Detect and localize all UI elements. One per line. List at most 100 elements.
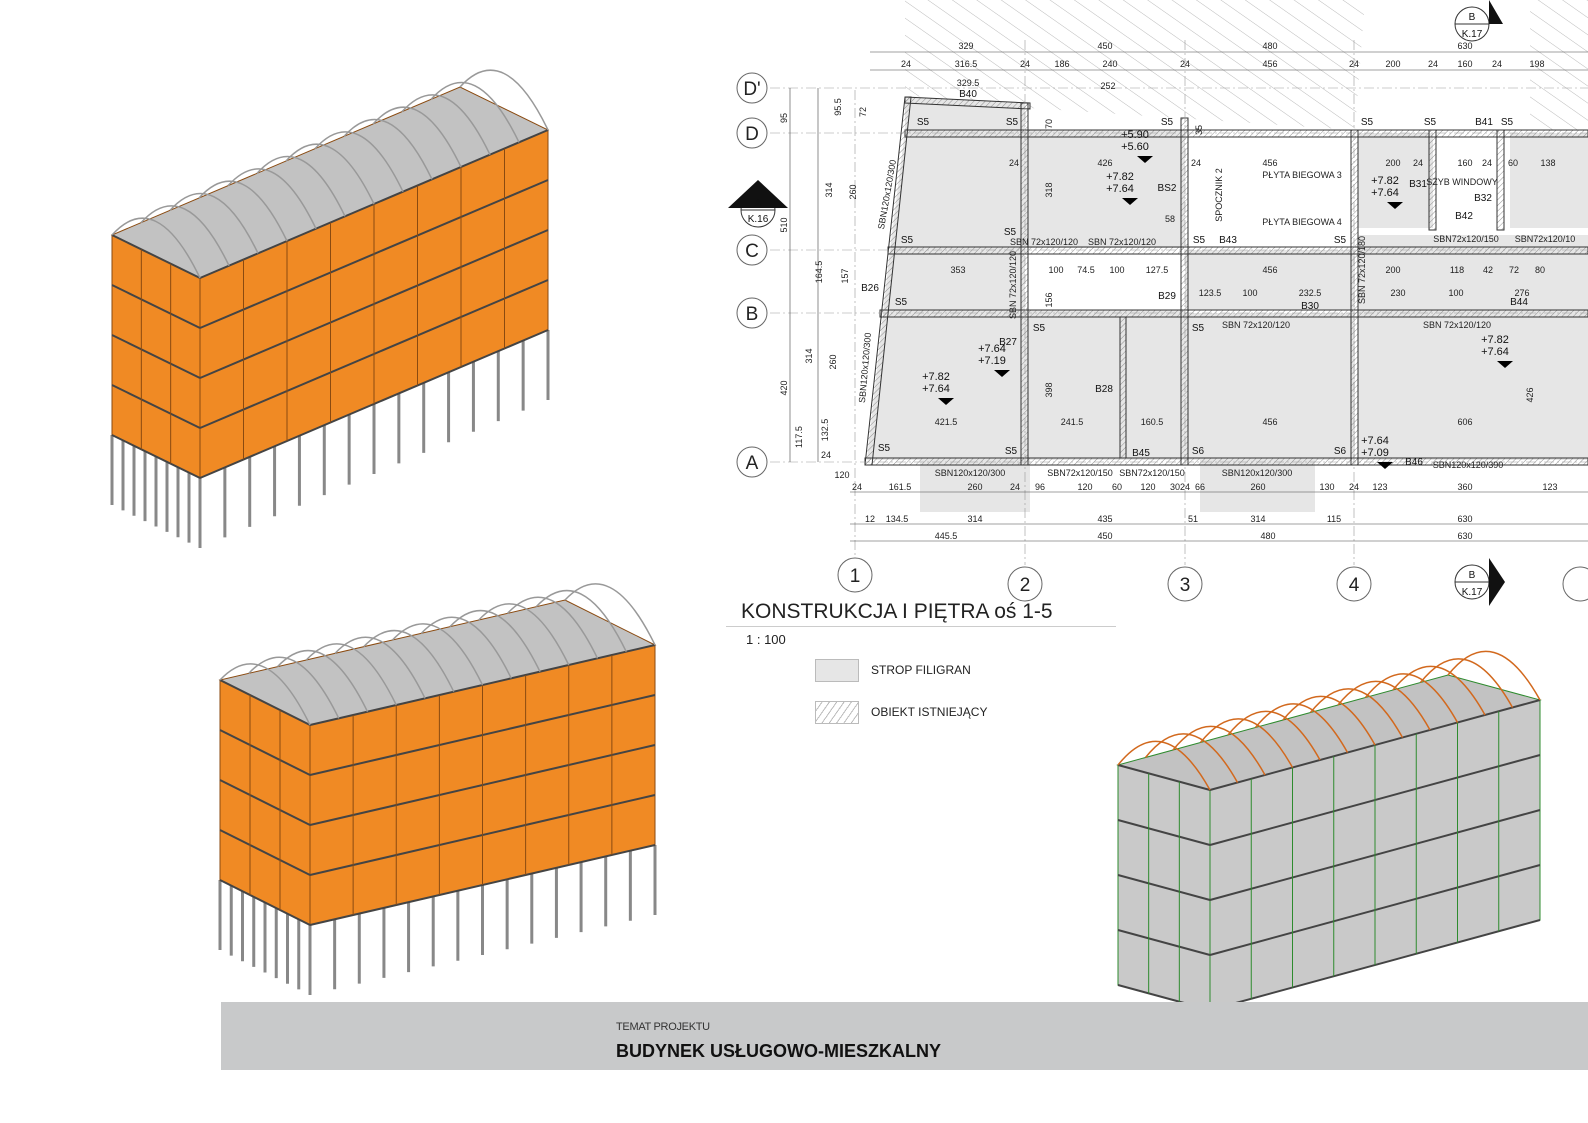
dimension-text: 435 (1097, 514, 1112, 524)
level-triangle-icon (1377, 462, 1393, 469)
beam-label: B27 (999, 337, 1017, 348)
title-block (221, 1002, 1588, 1070)
roof-rib (1117, 740, 1211, 791)
girder-label: SBN 72x120/120 (1008, 251, 1018, 319)
svg-text:3: 3 (1180, 575, 1191, 596)
grid-bubble-4: 4 (1336, 566, 1372, 602)
grid-bubble-1: 1 (837, 557, 873, 593)
svg-text:4: 4 (1349, 575, 1360, 596)
column-label: S5 (1161, 117, 1174, 128)
level-mark: +7.64 (922, 383, 950, 395)
girder-label: SBN120x120/300 (857, 332, 873, 403)
girder-label: SBN120x120/390 (1433, 460, 1504, 470)
beam-label: BS2 (1158, 183, 1177, 194)
grid-bubble-A: A (736, 446, 768, 478)
level-triangle-icon (1122, 198, 1138, 205)
dimension-text: 200 (1385, 59, 1400, 69)
beam-label: B26 (861, 283, 879, 294)
drawing-title: KONSTRUKCJA I PIĘTRA oś 1-5 (741, 600, 1053, 623)
level-triangle-icon (1137, 156, 1153, 163)
floor-slab (1117, 819, 1211, 846)
dimension-text: 35 (1194, 125, 1204, 135)
roof-rib (1254, 703, 1349, 753)
section-mark-A: A K.16 (728, 180, 788, 228)
level-mark: +7.09 (1361, 447, 1389, 459)
svg-text:C: C (745, 241, 759, 262)
roof-rib (401, 94, 491, 155)
roof-rib (1364, 673, 1459, 723)
legend-label-existing: OBIEKT ISTNIEJĄCY (871, 705, 988, 719)
dimension-text: 58 (1165, 214, 1175, 224)
dimension-text: 24 (852, 482, 862, 492)
column-label: S5 (1501, 117, 1514, 128)
roof-rib (1227, 710, 1321, 761)
roof-rib (305, 643, 397, 706)
roof-rib (1419, 658, 1514, 708)
column-label: S5 (1361, 117, 1374, 128)
dimension-text: 24 (1428, 59, 1438, 69)
dimension-text: 200 (1385, 265, 1400, 275)
level-mark: +7.64 (1371, 187, 1399, 199)
svg-text:B: B (1469, 12, 1476, 23)
beam-label: B40 (959, 89, 977, 100)
dimension-text: 134.5 (886, 514, 909, 524)
roof-rib (430, 81, 520, 143)
dimension-text: 314 (967, 514, 982, 524)
dimension-text: 606 (1457, 417, 1472, 427)
column-label: S5 (878, 443, 891, 454)
level-mark: +7.64 (1361, 435, 1389, 447)
grid-row-bubbles: D' D C B A (736, 72, 768, 478)
drawing-scale: 1 : 100 (746, 632, 786, 647)
dimension-text: 138 (1540, 158, 1555, 168)
girder-label: SBN72x120/150 (1433, 234, 1499, 244)
svg-text:2: 2 (1020, 575, 1031, 596)
section-mark-B-bottom: B K.17 (1454, 558, 1505, 606)
dimension-text: 456 (1262, 265, 1277, 275)
column-label: S5 (1004, 227, 1017, 238)
dimension-text: 130 (1319, 482, 1334, 492)
room-label: PŁYTA BIEGOWA 4 (1262, 217, 1342, 227)
dimension-text: 157 (840, 268, 850, 283)
dimension-text: 66 (1195, 482, 1205, 492)
dimension-text: 456 (1262, 417, 1277, 427)
existing-building-area-right (1530, 0, 1588, 130)
roof-rib (1309, 688, 1404, 738)
column-label: S5 (901, 235, 914, 246)
beam-label: B29 (1158, 291, 1176, 302)
svg-text:A: A (755, 198, 762, 209)
dimension-text: 115 (1327, 514, 1341, 524)
dimension-text: 24 (1413, 158, 1423, 168)
project-topic-value: BUDYNEK USŁUGOWO-MIESZKALNY (616, 1041, 941, 1061)
level-triangle-icon (1497, 361, 1513, 368)
dimension-text: 120 (1140, 482, 1155, 492)
dimension-text: 329.5 (957, 78, 980, 88)
level-mark: +5.60 (1121, 141, 1149, 153)
girder-label: SBN72x120/150 (1047, 468, 1113, 478)
svg-text:1: 1 (850, 566, 861, 587)
dimension-text: 24 (1191, 158, 1201, 168)
grid-bubble-3: 3 (1167, 566, 1203, 602)
roof-rib (140, 205, 230, 266)
girder-label: SBN 72x120/120 (1088, 237, 1156, 247)
dimension-text: 24 (1482, 158, 1492, 168)
roof-rib (285, 143, 375, 205)
level-mark: +7.82 (1106, 171, 1134, 183)
dimension-text: 230 (1390, 288, 1405, 298)
floor-slab (111, 384, 201, 429)
roof-rib (1199, 718, 1294, 768)
dimension-text: 450 (1097, 41, 1112, 51)
grid-bubble-D: D (736, 117, 768, 149)
dimension-text: 80 (1535, 265, 1545, 275)
girder-label: SBN120x120/300 (1222, 468, 1293, 478)
dimension-text: 480 (1262, 41, 1277, 51)
dimension-text: 456 (1262, 158, 1277, 168)
dimension-text: 426 (1097, 158, 1112, 168)
dimension-text: 426 (1525, 387, 1535, 402)
dimension-text: 100 (1109, 265, 1124, 275)
dimension-text: 120 (834, 470, 849, 480)
roof-rib (564, 583, 656, 646)
floor-slab (219, 679, 311, 726)
girder-label: SBN72x120/150 (1119, 468, 1185, 478)
roof-rib (314, 131, 404, 192)
dimension-text: 260 (828, 354, 838, 369)
